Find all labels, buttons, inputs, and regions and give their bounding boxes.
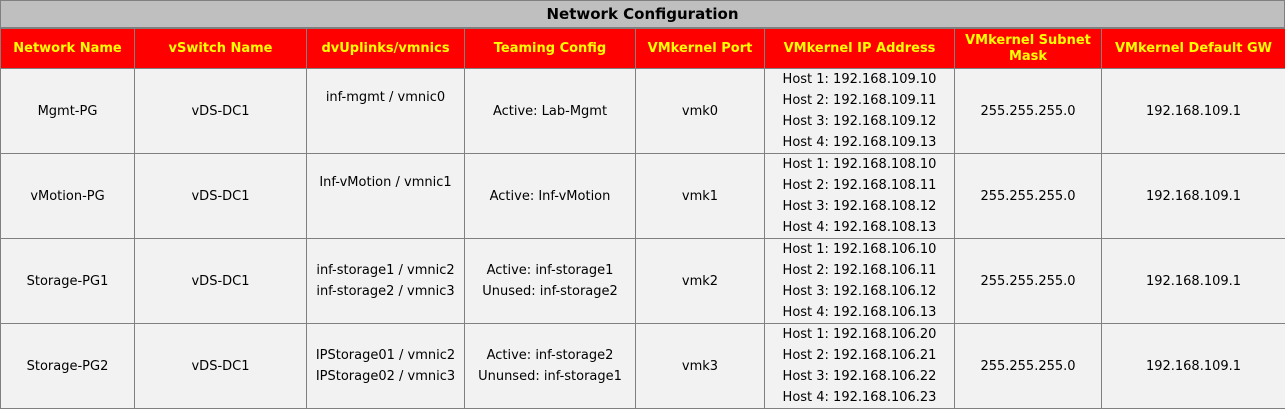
header-teaming-config: Teaming Config	[465, 29, 636, 69]
cell-vmkernel-ips: Host 1: 192.168.106.20 Host 2: 192.168.1…	[765, 324, 955, 409]
ip-line: Host 3: 192.168.108.12	[769, 196, 950, 217]
header-dvuplinks: dvUplinks/vmnics	[307, 29, 465, 69]
ip-line: Host 3: 192.168.106.12	[769, 281, 950, 302]
cell-vmkernel-port: vmk3	[636, 324, 765, 409]
ip-line: Host 2: 192.168.106.11	[769, 260, 950, 281]
header-vmkernel-port: VMkernel Port	[636, 29, 765, 69]
cell-uplinks: inf-storage1 / vmnic2 inf-storage2 / vmn…	[307, 239, 465, 324]
cell-network-name: vMotion-PG	[1, 154, 135, 239]
cell-network-name: Storage-PG2	[1, 324, 135, 409]
cell-vmkernel-ips: Host 1: 192.168.108.10 Host 2: 192.168.1…	[765, 154, 955, 239]
cell-vswitch-name: vDS-DC1	[135, 239, 307, 324]
cell-vswitch-name: vDS-DC1	[135, 154, 307, 239]
cell-uplinks: IPStorage01 / vmnic2 IPStorage02 / vmnic…	[307, 324, 465, 409]
ip-line: Host 4: 192.168.108.13	[769, 217, 950, 238]
teaming-line: Active: inf-storage2	[469, 345, 631, 366]
ip-line: Host 2: 192.168.106.21	[769, 345, 950, 366]
ip-line: Host 2: 192.168.108.11	[769, 175, 950, 196]
cell-vmkernel-ips: Host 1: 192.168.109.10 Host 2: 192.168.1…	[765, 69, 955, 154]
cell-vmkernel-port: vmk2	[636, 239, 765, 324]
ip-line: Host 1: 192.168.108.10	[769, 154, 950, 175]
teaming-line: Active: Inf-vMotion	[469, 186, 631, 207]
cell-vswitch-name: vDS-DC1	[135, 69, 307, 154]
cell-vmkernel-ips: Host 1: 192.168.106.10 Host 2: 192.168.1…	[765, 239, 955, 324]
cell-network-name: Storage-PG1	[1, 239, 135, 324]
cell-teaming: Active: Lab-Mgmt	[465, 69, 636, 154]
cell-subnet-mask: 255.255.255.0	[955, 154, 1102, 239]
cell-vswitch-name: vDS-DC1	[135, 324, 307, 409]
cell-vmkernel-port: vmk0	[636, 69, 765, 154]
ip-line: Host 2: 192.168.109.11	[769, 90, 950, 111]
cell-teaming: Active: Inf-vMotion	[465, 154, 636, 239]
header-vmkernel-subnet: VMkernel Subnet Mask	[955, 29, 1102, 69]
teaming-line: Active: Lab-Mgmt	[469, 101, 631, 122]
cell-subnet-mask: 255.255.255.0	[955, 69, 1102, 154]
uplink-line: inf-mgmt / vmnic0	[311, 87, 460, 108]
cell-teaming: Active: inf-storage2 Ununsed: inf-storag…	[465, 324, 636, 409]
cell-default-gw: 192.168.109.1	[1102, 324, 1285, 409]
cell-teaming: Active: inf-storage1 Unused: inf-storage…	[465, 239, 636, 324]
ip-line: Host 1: 192.168.109.10	[769, 69, 950, 90]
teaming-line: Unused: inf-storage2	[469, 281, 631, 302]
teaming-line: Ununsed: inf-storage1	[469, 366, 631, 387]
cell-vmkernel-port: vmk1	[636, 154, 765, 239]
uplink-line: inf-storage2 / vmnic3	[311, 281, 460, 302]
ip-line: Host 3: 192.168.106.22	[769, 366, 950, 387]
header-vmkernel-ip: VMkernel IP Address	[765, 29, 955, 69]
teaming-line: Active: inf-storage1	[469, 260, 631, 281]
header-network-name: Network Name	[1, 29, 135, 69]
cell-network-name: Mgmt-PG	[1, 69, 135, 154]
table-row: vMotion-PG vDS-DC1 Inf-vMotion / vmnic1 …	[1, 154, 1285, 239]
ip-line: Host 4: 192.168.109.13	[769, 132, 950, 153]
cell-subnet-mask: 255.255.255.0	[955, 324, 1102, 409]
uplink-line: IPStorage02 / vmnic3	[311, 366, 460, 387]
cell-default-gw: 192.168.109.1	[1102, 239, 1285, 324]
table-row: Mgmt-PG vDS-DC1 inf-mgmt / vmnic0 Active…	[1, 69, 1285, 154]
sheet-title: Network Configuration	[0, 0, 1285, 28]
uplink-line: inf-storage1 / vmnic2	[311, 260, 460, 281]
cell-subnet-mask: 255.255.255.0	[955, 239, 1102, 324]
network-config-table: Network Name vSwitch Name dvUplinks/vmni…	[0, 28, 1285, 409]
cell-uplinks: inf-mgmt / vmnic0	[307, 69, 465, 154]
table-row: Storage-PG2 vDS-DC1 IPStorage01 / vmnic2…	[1, 324, 1285, 409]
table-row: Storage-PG1 vDS-DC1 inf-storage1 / vmnic…	[1, 239, 1285, 324]
header-row: Network Name vSwitch Name dvUplinks/vmni…	[1, 29, 1285, 69]
uplink-line: IPStorage01 / vmnic2	[311, 345, 460, 366]
ip-line: Host 1: 192.168.106.10	[769, 239, 950, 260]
cell-default-gw: 192.168.109.1	[1102, 69, 1285, 154]
header-vmkernel-gw: VMkernel Default GW	[1102, 29, 1285, 69]
ip-line: Host 4: 192.168.106.13	[769, 302, 950, 323]
cell-uplinks: Inf-vMotion / vmnic1	[307, 154, 465, 239]
ip-line: Host 1: 192.168.106.20	[769, 324, 950, 345]
uplink-line: Inf-vMotion / vmnic1	[311, 172, 460, 193]
header-vswitch-name: vSwitch Name	[135, 29, 307, 69]
cell-default-gw: 192.168.109.1	[1102, 154, 1285, 239]
ip-line: Host 4: 192.168.106.23	[769, 387, 950, 408]
ip-line: Host 3: 192.168.109.12	[769, 111, 950, 132]
